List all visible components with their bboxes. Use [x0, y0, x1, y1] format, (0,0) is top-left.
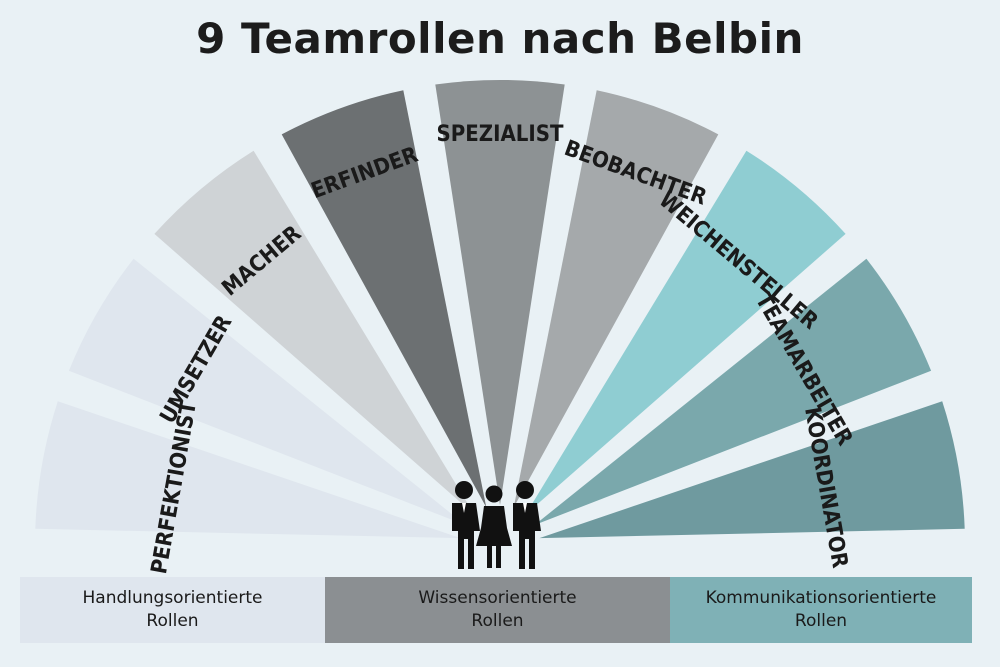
role-sector-spezialist [435, 79, 565, 506]
role-sector-umsetzer [68, 258, 466, 525]
role-sector-beobachter [513, 90, 719, 508]
legend-kommunikationsorientiert: Kommunikationsorientierte Rollen [670, 577, 972, 643]
role-sector-erfinder [281, 90, 487, 508]
legend-label-line1: Kommunikationsorientierte [705, 588, 937, 608]
role-sectors [35, 79, 965, 539]
team-icon [452, 481, 541, 569]
role-sector-koordinator [539, 401, 965, 539]
legend-label-line1: Handlungsorientierte [82, 588, 263, 608]
legend-label-line1: Wissensorientierte [418, 588, 577, 608]
role-label-spezialist: SPEZIALIST [436, 122, 564, 147]
legend-label-line2: Rollen [146, 611, 199, 631]
legend: Handlungsorientierte Rollen Wissensorien… [20, 577, 972, 643]
legend-label-line2: Rollen [471, 611, 524, 631]
role-sector-macher [154, 150, 475, 515]
role-sector-teamarbeiter [534, 258, 932, 525]
legend-wissensorientiert: Wissensorientierte Rollen [325, 577, 670, 643]
legend-label-line2: Rollen [794, 611, 848, 631]
role-sector-perfektionist [35, 401, 461, 539]
role-sector-weichensteller [525, 150, 846, 515]
legend-handlungsorientiert: Handlungsorientierte Rollen [20, 577, 325, 643]
page-title: 9 Teamrollen nach Belbin [196, 14, 804, 63]
